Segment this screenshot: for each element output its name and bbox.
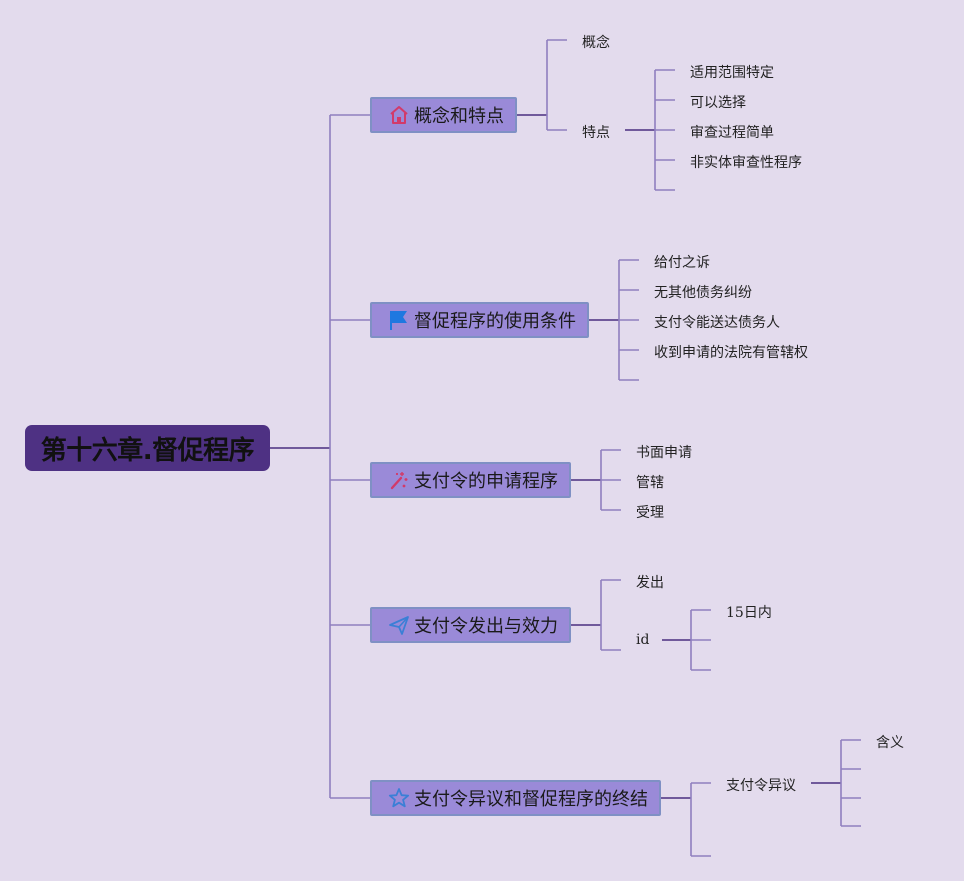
leaf-label: 可以选择 <box>690 95 746 111</box>
leaf-optional[interactable]: 可以选择 <box>690 92 746 112</box>
leaf-label: 特点 <box>582 125 610 141</box>
leaf-label: 发出 <box>636 575 664 591</box>
leaf-label: 适用范围特定 <box>690 65 774 81</box>
leaf-label: 收到申请的法院有管辖权 <box>654 345 808 361</box>
leaf-label: 审查过程简单 <box>690 125 774 141</box>
leaf-issuance[interactable]: 发出 <box>636 572 664 592</box>
leaf-label: 非实体审查性程序 <box>690 155 802 171</box>
branch-label: 督促程序的使用条件 <box>414 311 576 332</box>
flag-icon <box>388 309 410 331</box>
root-topic[interactable]: 第十六章.督促程序 <box>25 425 270 471</box>
leaf-label: 含义 <box>876 735 904 751</box>
leaf-label: 给付之诉 <box>654 255 710 271</box>
leaf-jurisdiction-short[interactable]: 管辖 <box>636 472 664 492</box>
leaf-meaning[interactable]: 含义 <box>876 732 904 752</box>
branch-issuance-effect[interactable]: 支付令发出与效力 <box>370 607 571 643</box>
leaf-written-application[interactable]: 书面申请 <box>636 442 692 462</box>
branch-concept-features[interactable]: 概念和特点 <box>370 97 517 133</box>
leaf-id[interactable]: id <box>636 632 649 648</box>
home-icon <box>388 104 410 126</box>
root-topic-label: 第十六章.督促程序 <box>40 435 255 466</box>
leaf-within-15-days[interactable]: 15日内 <box>726 602 772 622</box>
leaf-simple-review[interactable]: 审查过程简单 <box>690 122 774 142</box>
leaf-deliverable[interactable]: 支付令能送达债务人 <box>654 312 780 332</box>
leaf-non-substantive[interactable]: 非实体审查性程序 <box>690 152 802 172</box>
leaf-label: 书面申请 <box>636 445 692 461</box>
leaf-jurisdiction[interactable]: 收到申请的法院有管辖权 <box>654 342 808 362</box>
leaf-label: 支付令能送达债务人 <box>654 315 780 331</box>
leaf-label: 管辖 <box>636 475 664 491</box>
leaf-no-other-dispute[interactable]: 无其他债务纠纷 <box>654 282 752 302</box>
paper-plane-icon <box>388 614 410 636</box>
star-icon <box>388 787 410 809</box>
branch-label: 支付令异议和督促程序的终结 <box>414 789 648 810</box>
leaf-label: 受理 <box>636 505 664 521</box>
leaf-label: 无其他债务纠纷 <box>654 285 752 301</box>
leaf-concept[interactable]: 概念 <box>582 32 610 52</box>
leaf-features[interactable]: 特点 <box>582 122 610 142</box>
branch-conditions[interactable]: 督促程序的使用条件 <box>370 302 589 338</box>
leaf-payment-order-objection[interactable]: 支付令异议 <box>726 775 796 795</box>
magic-wand-icon <box>388 469 410 491</box>
branch-label: 概念和特点 <box>414 106 504 127</box>
leaf-scope-specific[interactable]: 适用范围特定 <box>690 62 774 82</box>
leaf-label: 支付令异议 <box>726 778 796 794</box>
branch-objection-termination[interactable]: 支付令异议和督促程序的终结 <box>370 780 661 816</box>
leaf-label: 15日内 <box>726 605 772 621</box>
leaf-label: id <box>636 632 650 648</box>
leaf-payment-action[interactable]: 给付之诉 <box>654 252 710 272</box>
leaf-label: 概念 <box>582 35 610 51</box>
leaf-acceptance[interactable]: 受理 <box>636 502 664 522</box>
branch-application[interactable]: 支付令的申请程序 <box>370 462 571 498</box>
branch-label: 支付令发出与效力 <box>414 616 558 637</box>
branch-label: 支付令的申请程序 <box>414 471 558 492</box>
